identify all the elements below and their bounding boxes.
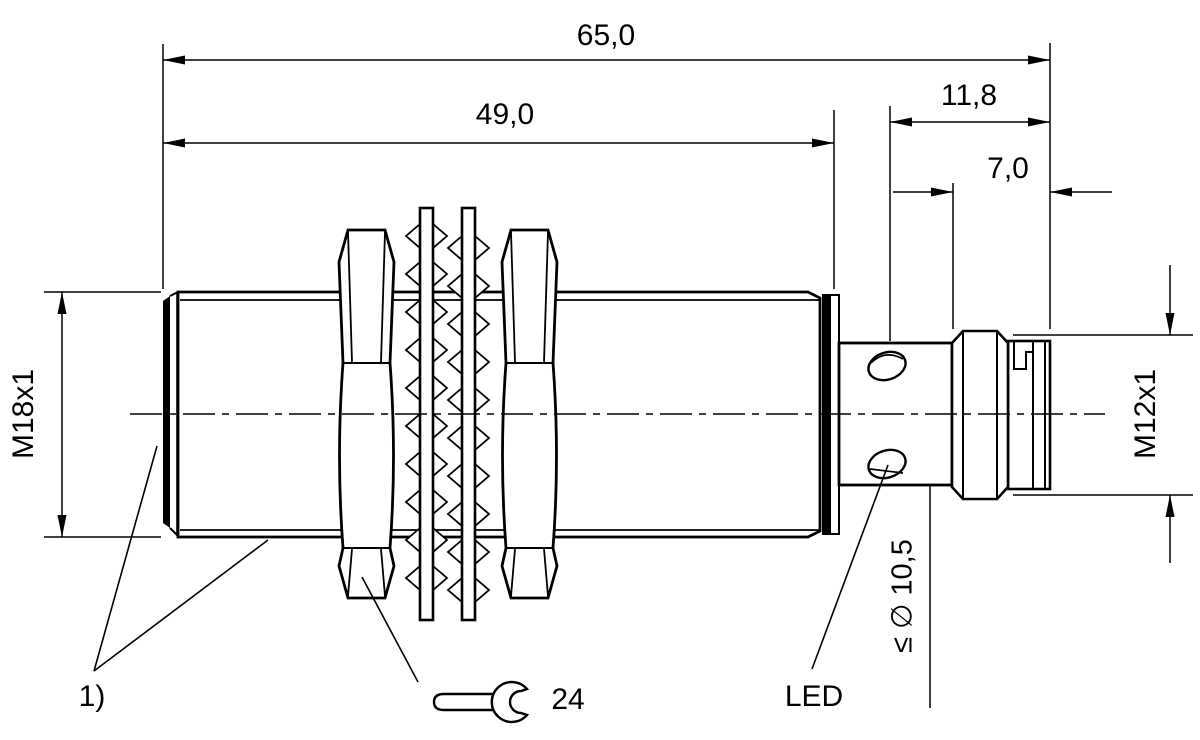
sensing-face bbox=[163, 296, 170, 528]
led-hole-top bbox=[867, 350, 907, 382]
wrench-icon bbox=[432, 680, 530, 724]
dimension-lines bbox=[57, 55, 1175, 708]
leader-lines bbox=[93, 445, 889, 683]
connector-thread-label: M12x1 bbox=[1129, 368, 1162, 460]
dim-body-length-label: 49,0 bbox=[475, 98, 535, 131]
led-label: LED bbox=[784, 680, 844, 713]
m12-connector bbox=[950, 329, 1052, 501]
clamp-diameter-label: ≤ ∅ 10,5 bbox=[886, 539, 919, 653]
led-hole-bottom bbox=[867, 448, 907, 480]
dim-rear-section-label: 11,8 bbox=[940, 79, 998, 112]
dim-connector-length-label: 7,0 bbox=[987, 152, 1029, 185]
extension-lines bbox=[44, 43, 1193, 538]
wrench-size-label: 24 bbox=[551, 683, 585, 716]
footnote-marker: 1) bbox=[78, 680, 106, 713]
front-thread-label: M18x1 bbox=[7, 368, 40, 460]
dim-overall-length-label: 65,0 bbox=[576, 19, 636, 52]
